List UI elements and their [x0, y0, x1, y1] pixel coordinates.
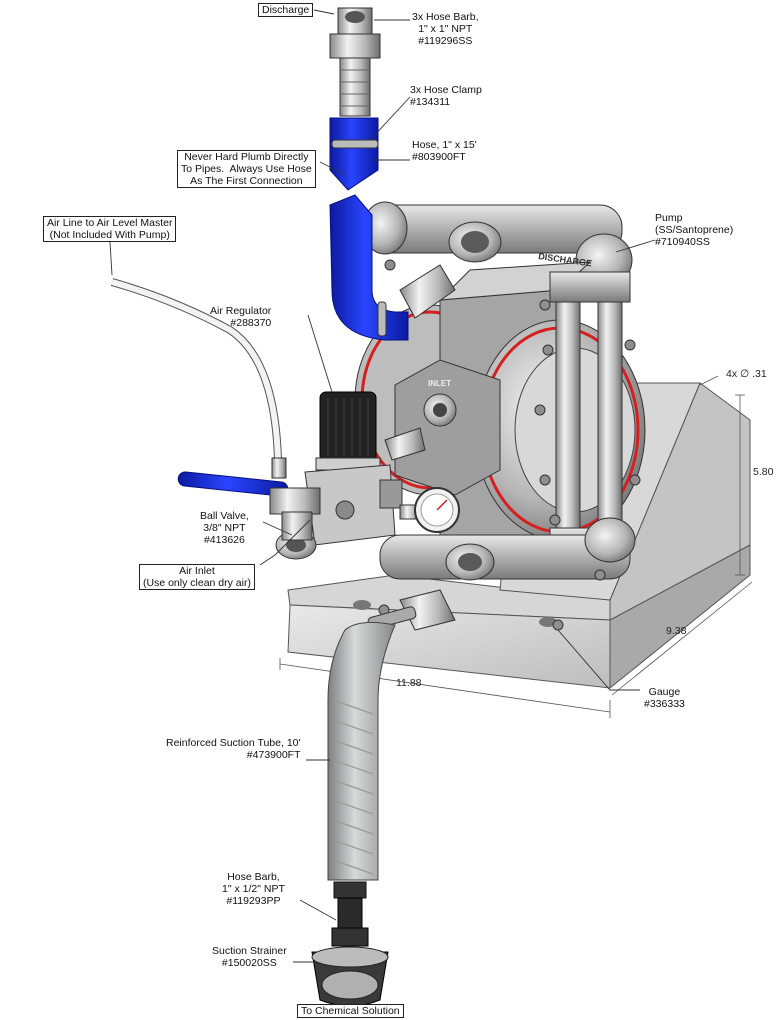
suction-strainer-label: Suction Strainer #150020SS — [212, 945, 287, 969]
to-chemical-label: To Chemical Solution — [297, 1004, 404, 1018]
suction-tube — [327, 589, 456, 947]
width-dimension: 11.88 — [396, 677, 422, 689]
suction-strainer — [311, 946, 389, 1007]
hose-label: Hose, 1" x 15' #803900FT — [412, 139, 477, 163]
discharge-hose — [329, 7, 456, 341]
pump-body: DISCHARGE INLET — [354, 201, 646, 631]
pump-inlet-text: INLET — [428, 379, 451, 388]
hose-barb-bottom-label: Hose Barb, 1" x 1/2" NPT #119293PP — [222, 871, 285, 907]
hose-barb-top-label: 3x Hose Barb, 1" x 1" NPT #119296SS — [412, 11, 479, 47]
hose-clamp-label: 3x Hose Clamp #134311 — [410, 84, 482, 108]
pump-label: Pump (SS/Santoprene) #710940SS — [655, 212, 734, 248]
depth-dimension: 9.38 — [666, 625, 687, 637]
gauge-label: Gauge #336333 — [644, 686, 685, 710]
discharge-label: Discharge — [258, 3, 314, 17]
never-hard-plumb-note: Never Hard Plumb Directly To Pipes. Alwa… — [177, 150, 316, 188]
height-dimension: 5.80 — [753, 466, 774, 478]
air-line — [110, 278, 287, 479]
air-regulator — [304, 391, 426, 546]
air-line-label: Air Line to Air Level Master (Not Includ… — [43, 216, 177, 242]
ball-valve-label: Ball Valve, 3/8" NPT #413626 — [200, 510, 249, 546]
ball-valve — [177, 471, 321, 560]
air-inlet-label: Air Inlet (Use only clean dry air) — [139, 564, 255, 590]
air-regulator-label: Air Regulator #288370 — [210, 305, 272, 329]
leader-lines — [109, 9, 656, 1010]
gauge — [399, 487, 460, 533]
suction-tube-label: Reinforced Suction Tube, 10' #473900FT — [166, 737, 301, 761]
hole-dimension: 4x ∅ .31 — [726, 368, 767, 380]
